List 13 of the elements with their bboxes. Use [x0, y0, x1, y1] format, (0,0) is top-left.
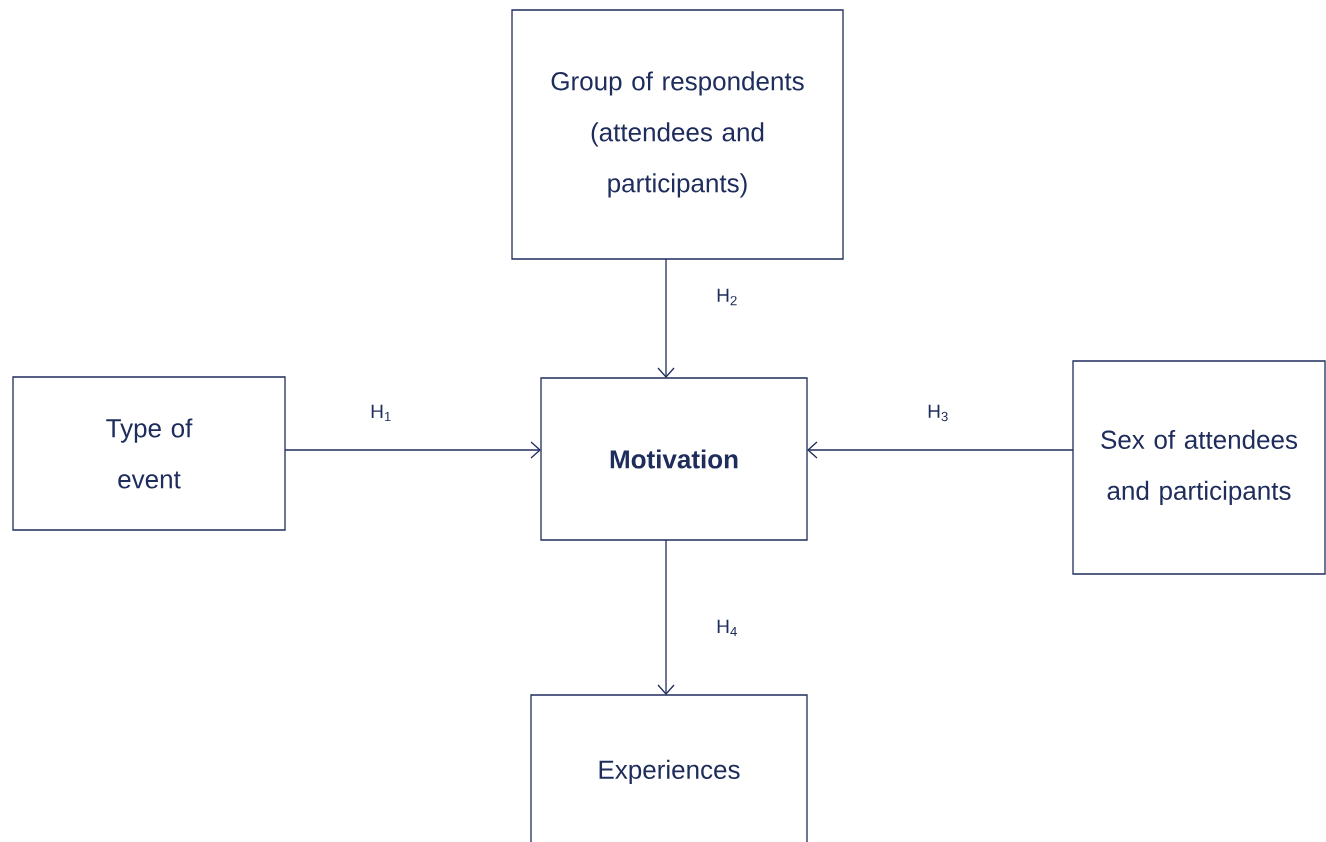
edge-label: H$_{2}$ [717, 288, 737, 306]
arrow [284, 441, 541, 459]
arrow [657, 539, 675, 695]
arrow [657, 258, 675, 378]
arrow [807, 441, 1074, 459]
process-box: Experiences [530, 694, 808, 842]
process-box: Motivation [540, 377, 808, 541]
process-box: Type of event [12, 376, 286, 531]
process-box: Sex of attendees and participants [1072, 360, 1326, 575]
edge-label: H$_{4}$ [717, 619, 737, 637]
edge-label: H$_{3}$ [928, 404, 948, 422]
edge-label: H$_{1}$ [371, 404, 391, 422]
process-box: Group of respondents (attendees and participants) [511, 9, 844, 260]
